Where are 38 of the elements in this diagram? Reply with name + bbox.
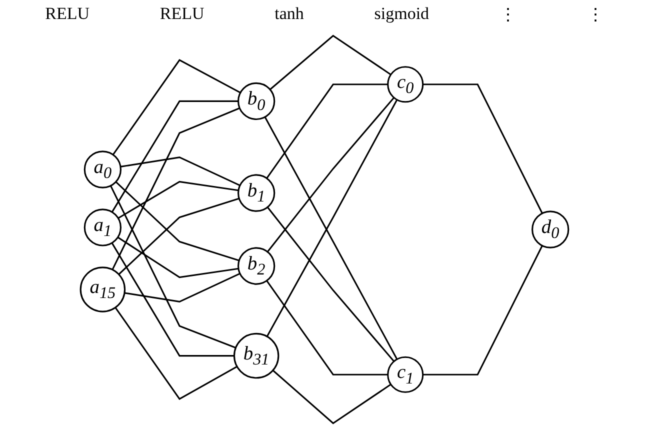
connector [111,100,238,212]
layer-label: ⋮ [499,4,516,22]
connector [114,307,238,400]
connector [118,198,240,275]
connector [118,180,239,219]
connector [266,280,388,376]
node-circle: a$_{1}$ [84,208,122,246]
connector [266,97,395,252]
connector [264,116,398,360]
layer-label: ⋮ [586,4,604,22]
connector [272,370,392,424]
connector [266,99,398,337]
node-circle: a$_{15}$ [80,266,126,312]
node-circle: b$_{31}$ [233,332,280,379]
connector [112,59,241,156]
node-circle: a$_{0}$ [84,150,122,188]
connector [422,84,543,214]
node-circle: c$_{1}$ [387,356,424,393]
node-circle: d$_{0}$ [532,210,570,248]
connector [422,245,543,376]
connector [266,84,388,179]
connector [120,156,240,186]
layer-label: tanh [274,4,304,22]
layer-label: RELU [45,4,90,22]
connector [112,107,240,270]
connector [266,206,395,362]
connector [115,181,240,262]
node-circle: c$_{0}$ [387,66,424,103]
connector [117,236,239,278]
node-circle: b$_{2}$ [238,247,276,285]
connector [110,185,236,349]
layer-label: sigmoid [374,4,430,22]
node-circle: b$_{1}$ [238,174,276,212]
connector [111,242,234,357]
layer-label: RELU [160,4,204,22]
connector [124,272,240,302]
node-circle: b$_{0}$ [238,82,276,120]
connector [270,34,392,90]
